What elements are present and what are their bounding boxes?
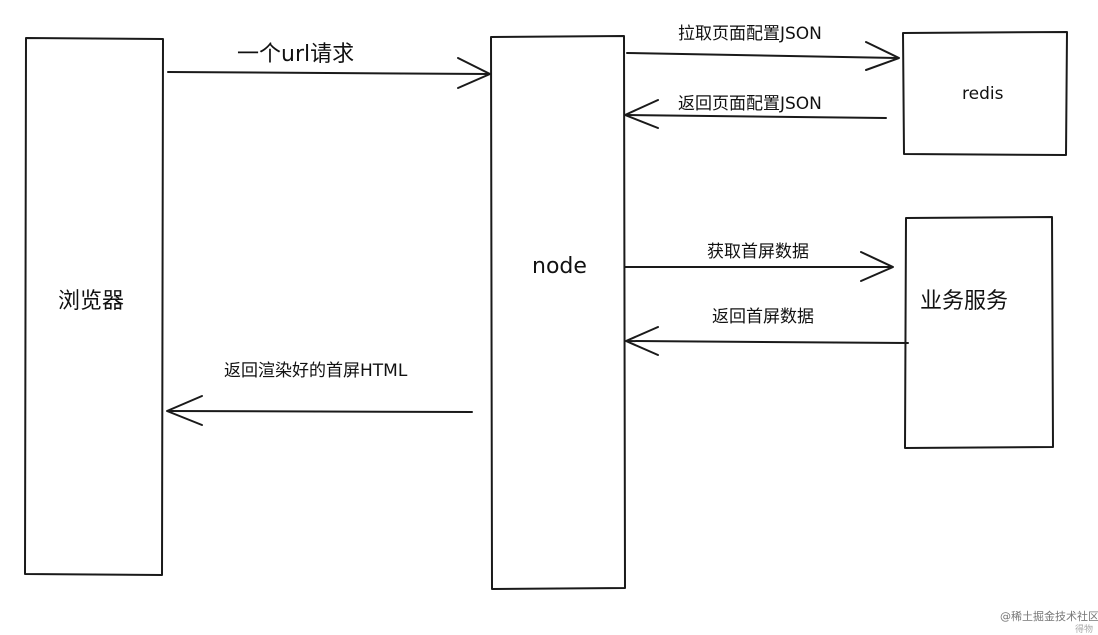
watermark-sub: 得物 [1075,625,1094,635]
return-html-arrowhead [166,395,203,426]
redis-box [902,31,1068,156]
watermark-brand: @稀土掘金技术社区 [1000,610,1098,623]
return-config-label: 返回页面配置JSON [678,94,822,114]
fetch-data-arrowhead [860,251,894,282]
business-box [904,216,1054,449]
pull-config-label: 拉取页面配置JSON [678,24,822,44]
return-config-arrow [626,114,887,119]
return-data-arrowhead [625,326,659,356]
business-label: 业务服务 [920,289,1009,314]
return-data-arrow [626,340,909,344]
url-request-arrowhead [457,57,491,89]
node-box [490,35,626,590]
return-html-label: 返回渲染好的首屏HTML [224,361,408,381]
pull-config-arrowhead [865,41,900,71]
fetch-data-label: 获取首屏数据 [707,242,809,262]
node-label: node [532,254,587,279]
return-html-arrow [167,410,473,413]
redis-label: redis [962,84,1004,104]
return-data-label: 返回首屏数据 [712,307,814,327]
return-config-arrowhead [624,99,659,129]
pull-config-arrow [626,52,899,59]
url-request-label: 一个url请求 [237,42,355,67]
url-request-arrow [167,71,490,75]
browser-label: 浏览器 [58,289,125,314]
browser-box [24,37,164,576]
